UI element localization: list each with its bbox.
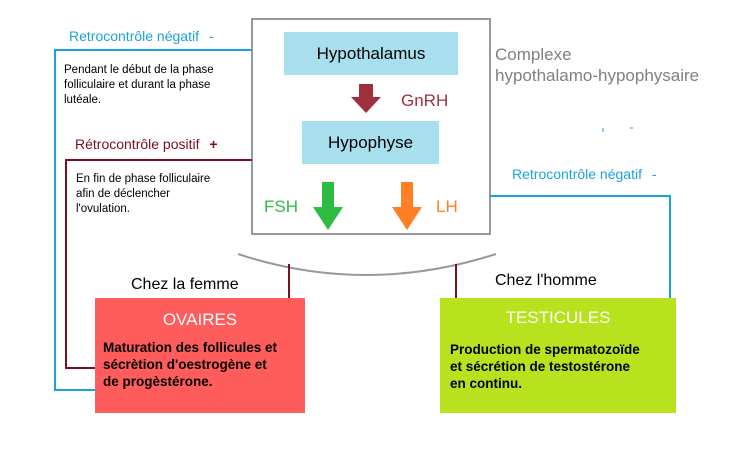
- ovaires-text: Maturation des follicules et sécrètion d…: [103, 340, 278, 389]
- femme-label: Chez la femme: [131, 276, 239, 293]
- lh-arrow: [392, 182, 422, 230]
- fsh-arrow: [313, 182, 343, 230]
- hypothalamus-label: Hypothalamus: [316, 43, 426, 63]
- left-negative-feedback-sign: -: [208, 28, 214, 44]
- right-negative-feedback-line: [490, 195, 671, 298]
- testicules-box: [440, 298, 676, 413]
- lh-label: LH: [436, 197, 458, 216]
- left-positive-feedback-sign: +: [209, 136, 218, 152]
- left-negative-feedback-label: Retrocontrôle négatif -: [69, 28, 214, 44]
- testicules-text: Production de spermatozoïde et sécrétion…: [450, 342, 640, 391]
- gnrh-arrow: [351, 84, 381, 113]
- brace-curve: [237, 253, 497, 276]
- homme-label: Chez l'homme: [495, 272, 597, 289]
- hypophyse-box: [302, 121, 439, 164]
- left-positive-feedback-note: En fin de phase folliculaire afin de déc…: [76, 173, 211, 215]
- left-positive-feedback-label: Rétrocontrôle positif +: [75, 136, 218, 152]
- complexe-label-line1: Complexe: [495, 45, 572, 64]
- left-negative-feedback-line: [54, 49, 252, 391]
- fsh-label: FSH: [264, 197, 298, 216]
- gnrh-label: GnRH: [401, 91, 449, 110]
- ovaires-box: [95, 298, 305, 413]
- left-positive-feedback-text: Rétrocontrôle positif: [75, 136, 200, 152]
- right-negative-feedback-text: Retrocontrôle négatif: [512, 166, 642, 182]
- left-negative-feedback-text: Retrocontrôle négatif: [69, 28, 199, 44]
- left-negative-feedback-note: Pendant le début de la phase folliculair…: [64, 64, 214, 106]
- testicules-title: TESTICULES: [505, 308, 611, 327]
- right-negative-feedback-sign: -: [651, 166, 657, 182]
- complexe-label-line2: hypothalamo-hypophysaire: [495, 66, 700, 85]
- hypothalamus-box: [284, 32, 458, 75]
- hypophyse-label: Hypophyse: [327, 132, 414, 152]
- ovaires-title: OVAIRES: [162, 310, 238, 329]
- left-positive-feedback-line: [65, 159, 252, 369]
- right-negative-feedback-label: Retrocontrôle négatif -: [512, 166, 657, 182]
